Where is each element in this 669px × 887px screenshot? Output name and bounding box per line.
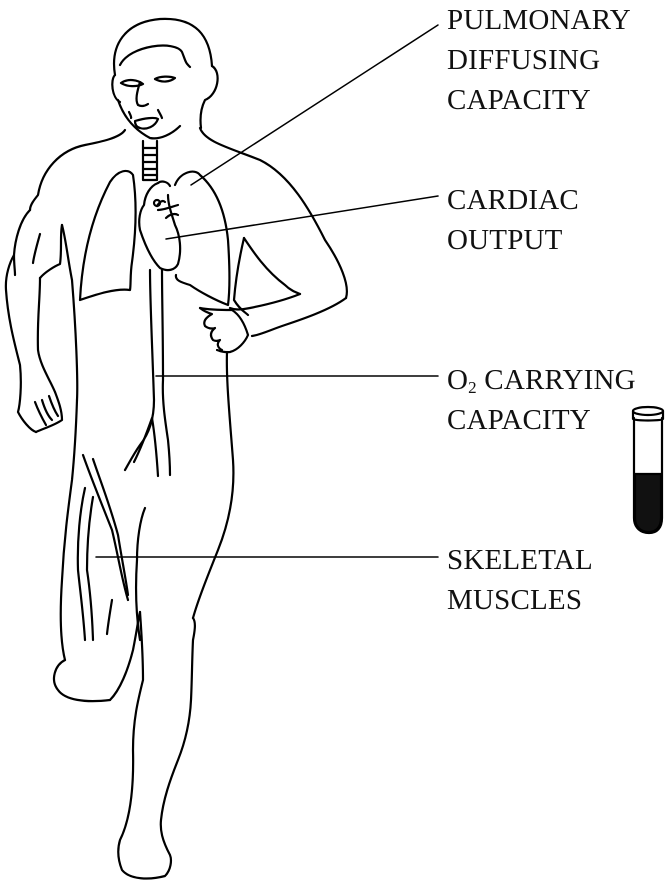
leader-lines	[95, 24, 439, 558]
blood-test-tube-icon	[631, 405, 665, 535]
label-cardiac-output: CARDIAC OUTPUT	[447, 180, 579, 260]
trachea	[141, 139, 159, 182]
right-arm	[198, 236, 348, 354]
label-o2-carrying-capacity: O2 CARRYING CAPACITY	[447, 360, 636, 440]
o2-symbol: O	[447, 364, 469, 396]
torso-sides	[59, 350, 235, 662]
label-line: CARDIAC	[447, 184, 579, 216]
label-line: CAPACITY	[447, 84, 591, 116]
head	[111, 17, 219, 140]
label-line: PULMONARY	[447, 4, 631, 36]
left-arm	[4, 208, 79, 434]
leader-cardiac	[165, 195, 439, 240]
heart	[138, 180, 182, 272]
label-line: CAPACITY	[447, 404, 591, 436]
label-line: MUSCLES	[447, 584, 583, 616]
left-thigh-muscles	[52, 453, 147, 703]
right-leg	[117, 610, 196, 880]
label-skeletal-muscles: SKELETAL MUSCLES	[447, 540, 593, 620]
label-pulmonary-diffusing-capacity: PULMONARY DIFFUSING CAPACITY	[447, 0, 631, 120]
label-line: SKELETAL	[447, 544, 593, 576]
aorta	[123, 268, 172, 478]
torso-outline	[28, 126, 348, 300]
label-line: OUTPUT	[447, 224, 563, 256]
leader-pulmonary	[190, 24, 439, 186]
o2-subscript: 2	[468, 378, 477, 397]
lungs	[78, 169, 231, 307]
o2-rest: CARRYING	[476, 364, 636, 396]
label-line: O2 CARRYING	[447, 360, 636, 400]
label-line: DIFFUSING	[447, 44, 601, 76]
